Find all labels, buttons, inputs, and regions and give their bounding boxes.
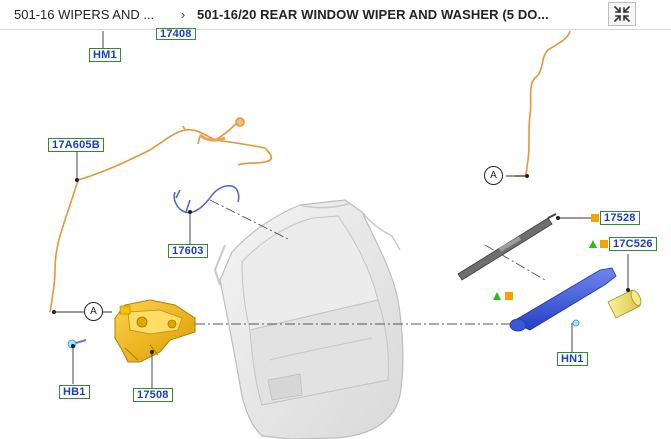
- marker-square: [600, 240, 608, 248]
- marker-triangle: [589, 240, 597, 248]
- breadcrumb-parent-link[interactable]: 501-16 WIPERS AND ...: [14, 7, 155, 22]
- collapse-arrows-icon: [613, 5, 631, 23]
- washer-hose: [173, 185, 240, 214]
- marker-square: [505, 292, 513, 300]
- wiper-blade-illustration: [457, 213, 557, 281]
- leader-dots: [52, 174, 630, 354]
- callout-17603[interactable]: 17603: [168, 244, 208, 258]
- callout-17508[interactable]: 17508: [133, 388, 173, 402]
- tailgate-illustration: [213, 199, 404, 439]
- breadcrumb: 501-16 WIPERS AND ... › 501-16/20 REAR W…: [0, 0, 671, 30]
- callout-hn1[interactable]: HN1: [557, 352, 588, 366]
- alignment-lines: [195, 199, 546, 325]
- callout-hm1[interactable]: HM1: [89, 48, 121, 62]
- callout-17c526[interactable]: 17C526: [609, 237, 657, 251]
- reference-circle-a-left: A: [84, 302, 103, 321]
- page-title: 501-16/20 REAR WINDOW WIPER AND WASHER (…: [197, 7, 549, 22]
- reference-circle-a-right: A: [484, 166, 503, 185]
- collapse-button[interactable]: [608, 2, 636, 26]
- callout-17a605b[interactable]: 17A605B: [48, 138, 104, 152]
- wiring-harness-left: [49, 117, 273, 313]
- wiper-cap-illustration: [607, 289, 642, 319]
- callout-17528[interactable]: 17528: [600, 211, 640, 225]
- marker-square: [591, 214, 599, 222]
- exploded-view-diagram: [49, 31, 642, 439]
- chevron-right-icon: ›: [180, 7, 186, 22]
- callout-hb1[interactable]: HB1: [59, 385, 90, 399]
- callout-17408[interactable]: 17408: [156, 28, 196, 40]
- marker-triangle: [493, 292, 501, 300]
- wiper-motor-illustration: [114, 299, 196, 363]
- bolt-hb1-illustration: [67, 339, 87, 349]
- wiper-arm-illustration: [509, 267, 617, 332]
- wiring-harness-right: [515, 31, 571, 177]
